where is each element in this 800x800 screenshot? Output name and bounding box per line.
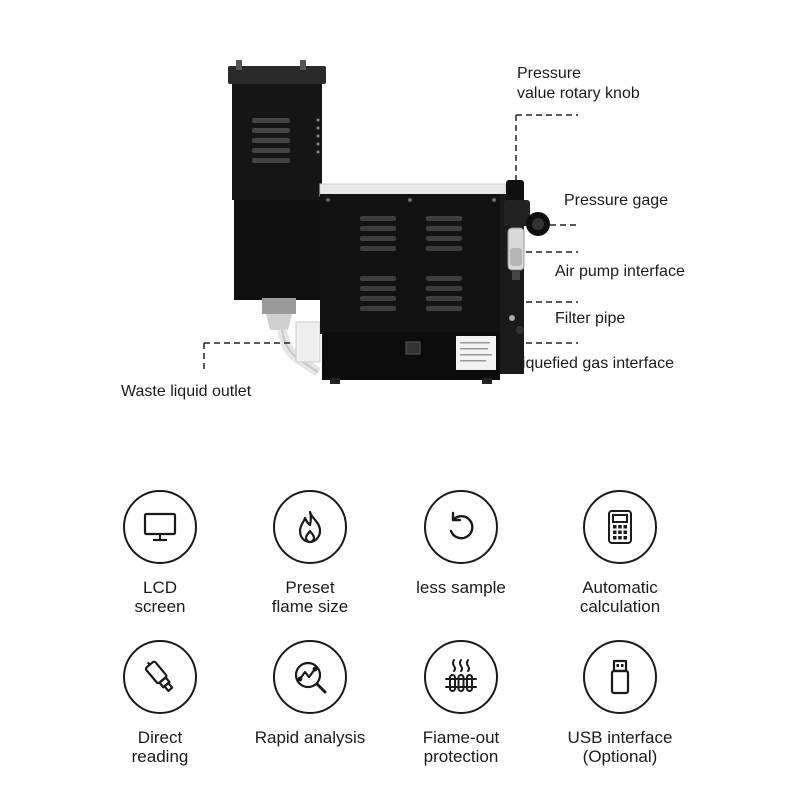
feature-label: Rapid analysis	[254, 728, 366, 747]
refresh-icon	[449, 511, 474, 540]
monitor-icon	[143, 512, 177, 542]
feature-automatic-calculation: Automatic calculation	[550, 490, 690, 616]
waste-liquid-outlet-label: Waste liquid outlet	[121, 383, 252, 400]
feature-lcd-screen: LCD screen	[90, 490, 230, 616]
feature-label: Preset flame size	[271, 578, 349, 616]
feature-rapid-analysis: Rapid analysis	[240, 640, 380, 747]
feature-icon-circle	[424, 490, 498, 564]
feature-icon-circle	[273, 640, 347, 714]
feature-flame-out-protection: Fiame-out protection	[391, 640, 531, 766]
feature-preset-flame-size: Preset flame size	[240, 490, 380, 616]
liquefied-gas-interface-label: Liquefied gas interface	[513, 355, 674, 372]
filter-pipe-label: Filter pipe	[555, 310, 626, 327]
reader-icon	[144, 660, 174, 692]
usb-icon	[610, 659, 630, 695]
feature-icon-circle	[123, 640, 197, 714]
flame-icon	[298, 510, 322, 544]
feature-icon-circle	[123, 490, 197, 564]
feature-label: Fiame-out protection	[422, 728, 500, 766]
feature-less-sample: less sample	[391, 490, 531, 597]
feature-icon-circle	[424, 640, 498, 714]
feature-direct-reading: Direct reading	[90, 640, 230, 766]
heater-icon	[445, 659, 477, 692]
feature-label: less sample	[416, 578, 506, 597]
pressure-gage-label: Pressure gage	[564, 192, 669, 209]
flame-photometer-illustration	[203, 60, 578, 384]
feature-label: Direct reading	[131, 728, 189, 766]
feature-usb-interface: USB interface (Optional)	[550, 640, 690, 766]
pressure-knob-label-line2: value rotary knob	[517, 85, 640, 102]
calculator-icon	[608, 510, 632, 544]
feature-label: LCD screen	[134, 578, 186, 616]
feature-label: USB interface (Optional)	[567, 728, 673, 766]
feature-label: Automatic calculation	[579, 578, 661, 616]
analysis-chart-icon	[294, 661, 327, 694]
feature-icon-circle	[583, 640, 657, 714]
air-pump-interface-label: Air pump interface	[555, 263, 685, 280]
feature-icon-circle	[583, 490, 657, 564]
feature-icon-circle	[273, 490, 347, 564]
pressure-knob-label-line1: Pressure	[517, 65, 582, 82]
